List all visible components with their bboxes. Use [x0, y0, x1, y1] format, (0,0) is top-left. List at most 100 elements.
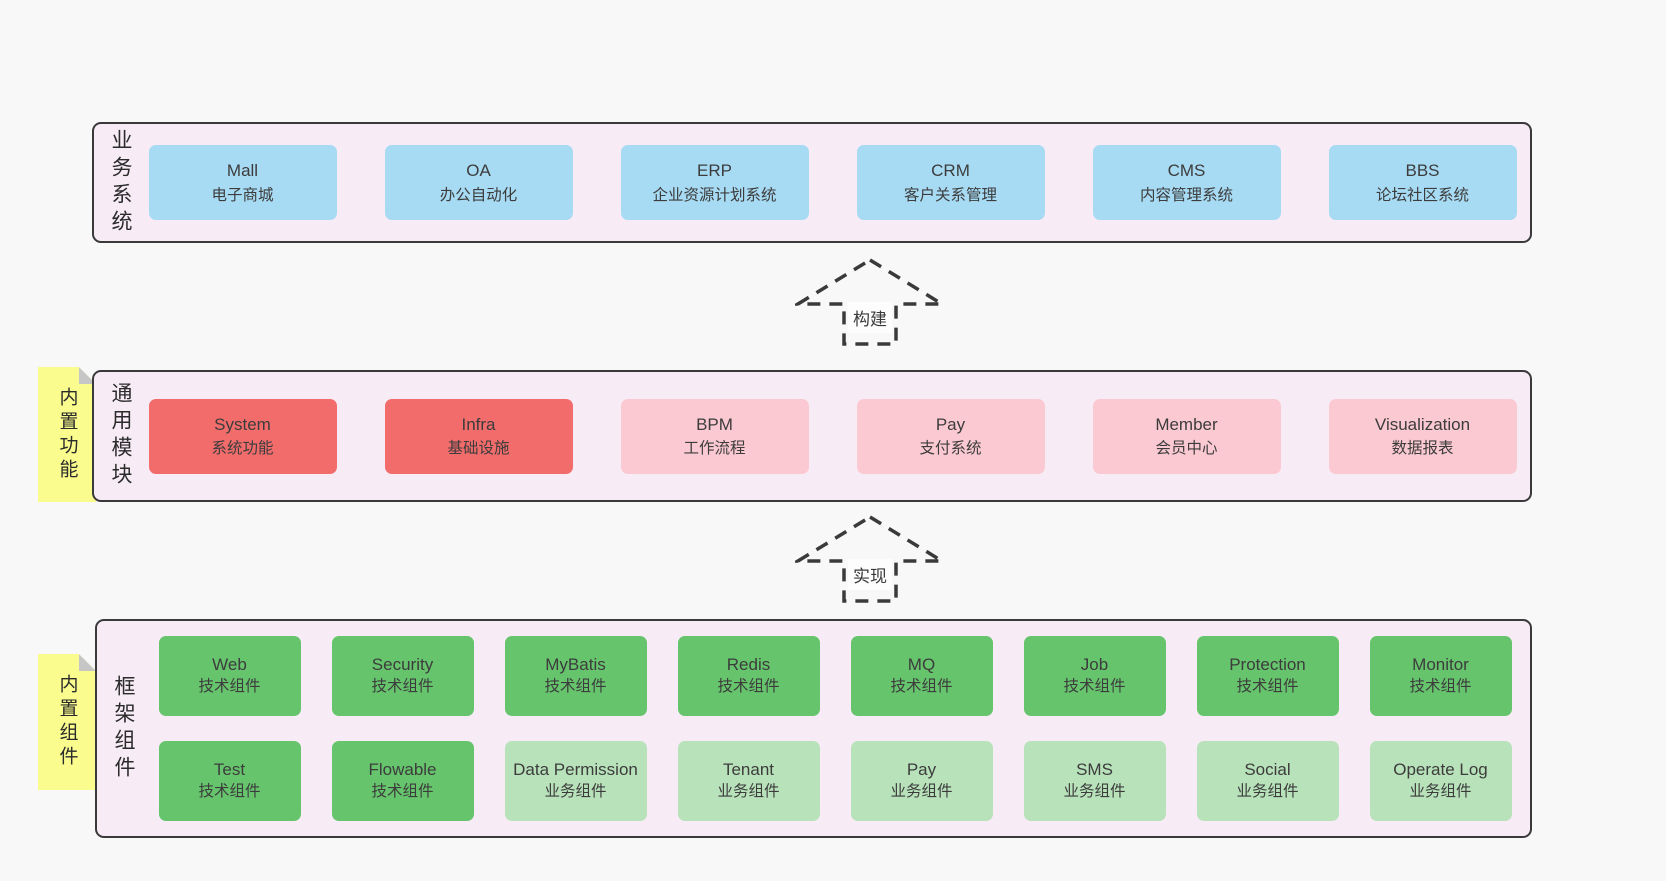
box-title: Protection [1229, 655, 1306, 675]
layer-business-label: 业务系统 [109, 128, 132, 237]
sticky-builtin-components-label: 内置组件 [56, 674, 78, 770]
up-arrow-icon [795, 514, 945, 603]
box-test: Test 技术组件 [158, 741, 301, 821]
box-subtitle: 企业资源计划系统 [652, 186, 777, 204]
layer-business-panel: 业务系统 Mall 电子商城 OA 办公自动化 ERP 企业资源计划系统 CRM… [92, 122, 1532, 243]
box-web: Web 技术组件 [158, 636, 301, 716]
box-title: ERP [697, 161, 732, 181]
box-subtitle: 技术组件 [1236, 678, 1299, 695]
box-bbs: BBS 论坛社区系统 [1328, 145, 1517, 220]
box-subtitle: 业务组件 [1236, 783, 1299, 800]
box-title: CMS [1167, 161, 1206, 181]
box-subtitle: 业务组件 [1409, 783, 1472, 800]
box-title: CRM [931, 161, 970, 181]
box-subtitle: 业务组件 [1063, 783, 1126, 800]
box-operate-log: Operate Log 业务组件 [1369, 741, 1512, 821]
box-subtitle: 技术组件 [890, 678, 953, 695]
box-protection: Protection 技术组件 [1196, 636, 1339, 716]
box-mall: Mall 电子商城 [148, 145, 337, 220]
box-title: Pay [935, 414, 966, 434]
box-title: OA [466, 161, 491, 181]
box-visualization: Visualization 数据报表 [1328, 398, 1517, 474]
box-pay-business: Pay 业务组件 [850, 741, 993, 821]
box-subtitle: 技术组件 [717, 678, 780, 695]
box-system: System 系统功能 [148, 398, 337, 474]
arrow-implement: 实现 [795, 514, 945, 604]
folded-corner-icon [79, 654, 96, 671]
box-subtitle: 业务组件 [717, 783, 780, 800]
box-erp: ERP 企业资源计划系统 [620, 145, 809, 220]
box-bpm: BPM 工作流程 [620, 398, 809, 474]
box-title: BBS [1405, 161, 1440, 181]
box-title: Test [213, 760, 246, 780]
box-job: Job 技术组件 [1023, 636, 1166, 716]
box-title: Visualization [1374, 414, 1471, 434]
box-title: BPM [696, 414, 733, 434]
box-subtitle: 技术组件 [1409, 678, 1472, 695]
box-subtitle: 技术组件 [1063, 678, 1126, 695]
box-title: Redis [726, 655, 771, 675]
sticky-builtin-features-label: 内置功能 [56, 386, 78, 483]
box-data-permission: Data Permission 业务组件 [504, 741, 647, 821]
box-pay: Pay 支付系统 [856, 398, 1045, 474]
box-title: Infra [461, 414, 496, 434]
up-arrow-icon [795, 257, 945, 346]
box-crm: CRM 客户关系管理 [856, 145, 1045, 220]
sticky-builtin-features: 内置功能 [38, 367, 96, 502]
box-subtitle: 技术组件 [371, 783, 434, 800]
box-flowable: Flowable 技术组件 [331, 741, 474, 821]
box-title: Mall [226, 161, 259, 181]
box-subtitle: 技术组件 [198, 678, 261, 695]
box-monitor: Monitor 技术组件 [1369, 636, 1512, 716]
box-title: MyBatis [545, 655, 606, 675]
box-subtitle: 内容管理系统 [1139, 186, 1233, 204]
box-title: Social [1244, 760, 1291, 780]
box-mq: MQ 技术组件 [850, 636, 993, 716]
box-title: Security [371, 655, 434, 675]
box-subtitle: 系统功能 [211, 440, 274, 458]
box-title: Pay [906, 760, 937, 780]
box-subtitle: 论坛社区系统 [1375, 186, 1469, 204]
box-subtitle: 支付系统 [919, 440, 982, 458]
arrow-build-label: 构建 [848, 302, 892, 333]
box-subtitle: 业务组件 [544, 783, 607, 800]
box-subtitle: 电子商城 [211, 186, 274, 204]
layer-components-panel: 框架组件 Web 技术组件 Security 技术组件 MyBatis 技术组件… [95, 619, 1532, 838]
box-security: Security 技术组件 [331, 636, 474, 716]
box-subtitle: 基础设施 [447, 440, 510, 458]
box-subtitle: 业务组件 [890, 783, 953, 800]
box-title: Operate Log [1393, 760, 1488, 780]
box-subtitle: 技术组件 [371, 678, 434, 695]
box-title: Web [212, 655, 247, 675]
box-redis: Redis 技术组件 [677, 636, 820, 716]
box-title: Data Permission [513, 760, 638, 780]
module-boxes: System 系统功能 Infra 基础设施 BPM 工作流程 Pay 支付系统… [131, 398, 1530, 474]
box-title: Member [1155, 414, 1218, 434]
box-title: MQ [907, 655, 936, 675]
box-tenant: Tenant 业务组件 [677, 741, 820, 821]
box-social: Social 业务组件 [1196, 741, 1339, 821]
box-oa: OA 办公自动化 [384, 145, 573, 220]
box-subtitle: 技术组件 [544, 678, 607, 695]
box-cms: CMS 内容管理系统 [1092, 145, 1281, 220]
box-title: Flowable [368, 760, 437, 780]
sticky-builtin-components: 内置组件 [38, 654, 96, 790]
box-title: Tenant [722, 760, 775, 780]
component-boxes: Web 技术组件 Security 技术组件 MyBatis 技术组件 Redi… [134, 636, 1530, 821]
arrow-build: 构建 [795, 257, 945, 347]
box-title: SMS [1076, 760, 1113, 780]
box-sms: SMS 业务组件 [1023, 741, 1166, 821]
box-infra: Infra 基础设施 [384, 398, 573, 474]
arrow-implement-label: 实现 [848, 559, 892, 590]
box-subtitle: 会员中心 [1155, 440, 1218, 458]
layer-components-label: 框架组件 [112, 674, 135, 783]
box-subtitle: 工作流程 [683, 440, 746, 458]
box-subtitle: 办公自动化 [439, 186, 518, 204]
box-subtitle: 技术组件 [198, 783, 261, 800]
box-mybatis: MyBatis 技术组件 [504, 636, 647, 716]
box-subtitle: 客户关系管理 [903, 186, 997, 204]
box-member: Member 会员中心 [1092, 398, 1281, 474]
box-subtitle: 数据报表 [1391, 440, 1454, 458]
box-title: Job [1080, 655, 1109, 675]
